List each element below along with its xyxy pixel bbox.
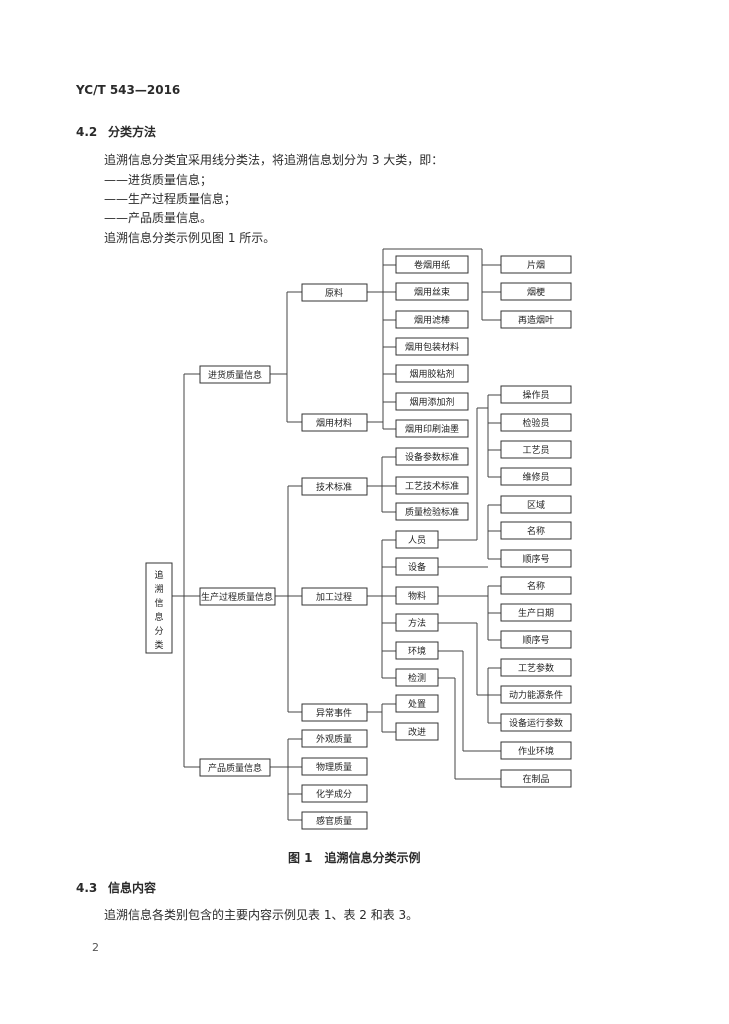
node-label: 卷烟用纸 <box>414 259 450 271</box>
node-label: 物料 <box>408 590 426 602</box>
node-label: 处置 <box>408 698 426 710</box>
node-label: 烟梗 <box>527 286 545 298</box>
node-label: 烟用滤棒 <box>414 314 450 326</box>
node-label: 检验员 <box>522 417 549 429</box>
node-shengchan-label: 生产过程质量信息 <box>201 591 273 603</box>
section-4-2-number: 4.2 <box>76 125 98 139</box>
node-root-label: 追溯信息分类 <box>154 569 163 651</box>
figure-caption: 图 1 追溯信息分类示例 <box>288 851 421 865</box>
node-root: 追溯信息分类 <box>145 562 173 654</box>
list-item: ——产品质量信息。 <box>104 211 213 225</box>
node-yichangshijian-label: 异常事件 <box>316 707 352 719</box>
node-level3-process: 人员 设备 物料 方法 环境 检测 <box>395 530 439 687</box>
node-level3-materials: 卷烟用纸 烟用丝束 烟用滤棒 烟用包装材料 烟用胶粘剂 烟用添加剂 烟用印刷油墨 <box>395 255 469 438</box>
node-label: 设备 <box>408 561 426 573</box>
node-level3-events: 处置 改进 <box>395 694 439 741</box>
node-label: 再造烟叶 <box>518 314 554 326</box>
node-label: 维修员 <box>522 471 549 483</box>
node-label: 动力能源条件 <box>509 689 563 701</box>
node-label: 方法 <box>408 617 426 629</box>
list-item: ——进货质量信息； <box>104 173 213 187</box>
node-label: 顺序号 <box>522 634 549 646</box>
list-item: ——生产过程质量信息； <box>104 192 237 206</box>
node-label: 设备参数标准 <box>405 451 459 463</box>
node-label: 烟用包装材料 <box>405 341 459 353</box>
node-label: 名称 <box>527 580 545 592</box>
section-4-3-number: 4.3 <box>76 881 98 895</box>
node-chanpin-label: 产品质量信息 <box>208 762 262 774</box>
node-yuanliao-label: 原料 <box>325 287 343 299</box>
node-label: 名称 <box>527 525 545 537</box>
node-level1: 进货质量信息 生产过程质量信息 产品质量信息 <box>199 365 276 777</box>
node-jinhuo-label: 进货质量信息 <box>208 369 262 381</box>
node-label: 环境 <box>408 645 426 657</box>
node-label: 作业环境 <box>518 745 554 757</box>
node-label: 工艺参数 <box>518 662 554 674</box>
node-label: 烟用添加剂 <box>409 396 454 408</box>
node-jiagongguocheng-label: 加工过程 <box>316 591 352 603</box>
node-level2: 原料 烟用材料 技术标准 加工过程 异常事件 外观质量 物理质量 化学成分 感官… <box>301 283 368 830</box>
node-label: 质量检验标准 <box>405 506 459 518</box>
section-4-3-title: 信息内容 <box>108 881 157 895</box>
node-jishubiaozhun-label: 技术标准 <box>316 481 352 493</box>
node-label: 烟用丝束 <box>414 286 450 298</box>
node-label: 烟用印刷油墨 <box>405 423 459 435</box>
node-level4-right: 操作员 检验员 工艺员 维修员 区域 名称 顺序号 名称 生产日期 顺序号 工艺… <box>500 385 572 788</box>
node-label: 顺序号 <box>522 553 549 565</box>
node-label: 人员 <box>408 535 426 546</box>
node-level3-standards: 设备参数标准 工艺技术标准 质量检验标准 <box>395 447 469 521</box>
node-level4-raw: 片烟 烟梗 再造烟叶 <box>500 255 572 329</box>
node-label: 在制品 <box>522 773 549 785</box>
section-4-3-text: 追溯信息各类别包含的主要内容示例见表 1、表 2 和表 3。 <box>104 908 419 922</box>
section-4-2-intro: 追溯信息分类宜采用线分类法，将追溯信息划分为 3 大类，即： <box>104 153 444 167</box>
node-yanyongcailiao-label: 烟用材料 <box>316 417 352 429</box>
node-label: 检测 <box>408 672 426 684</box>
node-label: 烟用胶粘剂 <box>409 368 454 380</box>
connector-lines <box>172 248 501 821</box>
section-4-2-title: 分类方法 <box>108 125 157 139</box>
node-label: 设备运行参数 <box>509 717 563 729</box>
node-ganguanzhiliang-label: 感官质量 <box>316 815 352 827</box>
node-wulizhiliang-label: 物理质量 <box>316 761 352 773</box>
node-label: 工艺员 <box>522 445 549 456</box>
node-label: 操作员 <box>522 389 549 401</box>
node-label: 区域 <box>527 499 545 511</box>
figure-reference: 追溯信息分类示例见图 1 所示。 <box>104 231 276 245</box>
node-label: 片烟 <box>527 259 545 271</box>
node-label: 工艺技术标准 <box>405 480 459 492</box>
document-code: YC/T 543—2016 <box>76 83 181 97</box>
node-label: 改进 <box>408 726 426 738</box>
node-label: 生产日期 <box>518 607 554 619</box>
node-waiguanzhiliang-label: 外观质量 <box>316 733 352 745</box>
page-number: 2 <box>92 941 99 954</box>
node-huaxuechengfen-label: 化学成分 <box>316 788 352 800</box>
